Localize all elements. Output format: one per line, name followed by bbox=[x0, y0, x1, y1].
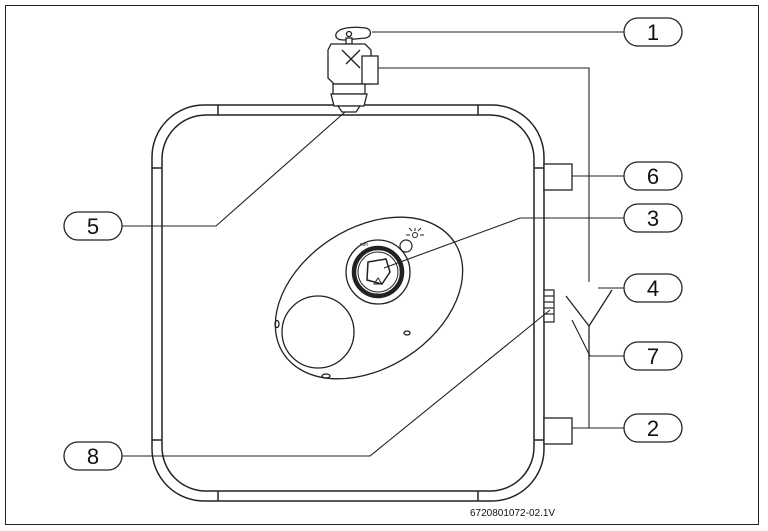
temperature-knob-icon: min max bbox=[345, 239, 411, 305]
outlet-pipe-stub bbox=[543, 163, 573, 191]
sun-symbol-icon bbox=[406, 227, 424, 238]
callout-number: 5 bbox=[87, 214, 99, 239]
heater-body bbox=[151, 104, 545, 502]
body-outer-outline bbox=[151, 104, 545, 502]
callout-3: 3 bbox=[623, 203, 683, 233]
callout-number: 8 bbox=[87, 444, 99, 469]
callout-badge bbox=[623, 413, 683, 443]
callout-badge bbox=[623, 161, 683, 191]
indicator-lamp-icon bbox=[399, 239, 413, 253]
figure-code: 6720801072-02.1V bbox=[470, 508, 555, 519]
callout-badge bbox=[623, 17, 683, 47]
body-inner-outline bbox=[161, 114, 535, 492]
callout-5: 5 bbox=[63, 211, 123, 241]
callouts: 1 2 3 4 5 6 7 8 bbox=[63, 17, 683, 471]
callout-4: 4 bbox=[623, 273, 683, 303]
callout-1: 1 bbox=[623, 17, 683, 47]
callout-badge bbox=[623, 341, 683, 371]
display-window bbox=[281, 295, 355, 369]
callout-number: 1 bbox=[647, 20, 659, 45]
callout-number: 3 bbox=[647, 206, 659, 231]
inlet-pipe-stub bbox=[543, 417, 573, 445]
callout-number: 7 bbox=[647, 344, 659, 369]
relief-pipe-line bbox=[378, 67, 590, 282]
svg-text:max: max bbox=[369, 292, 379, 298]
shutoff-valve-icon bbox=[327, 26, 379, 107]
pipe-connector-icon bbox=[336, 105, 362, 113]
drain-plug-icon bbox=[543, 289, 555, 323]
callout-6: 6 bbox=[623, 161, 683, 191]
svg-text:min: min bbox=[360, 242, 368, 248]
callout-badge bbox=[623, 273, 683, 303]
front-panel bbox=[274, 216, 464, 380]
funnel-icon bbox=[565, 289, 613, 360]
callout-2: 2 bbox=[623, 413, 683, 443]
pipe-connector-icon bbox=[543, 163, 573, 445]
callout-number: 6 bbox=[647, 164, 659, 189]
callout-badge bbox=[623, 203, 683, 233]
callout-number: 2 bbox=[647, 416, 659, 441]
panel-oval bbox=[274, 216, 464, 380]
leader-lines bbox=[122, 31, 624, 457]
callout-8: 8 bbox=[63, 441, 123, 471]
callout-badge bbox=[63, 441, 123, 471]
callout-7: 7 bbox=[623, 341, 683, 371]
callout-number: 4 bbox=[647, 276, 659, 301]
figure-frame bbox=[5, 5, 759, 525]
callout-badge bbox=[63, 211, 123, 241]
